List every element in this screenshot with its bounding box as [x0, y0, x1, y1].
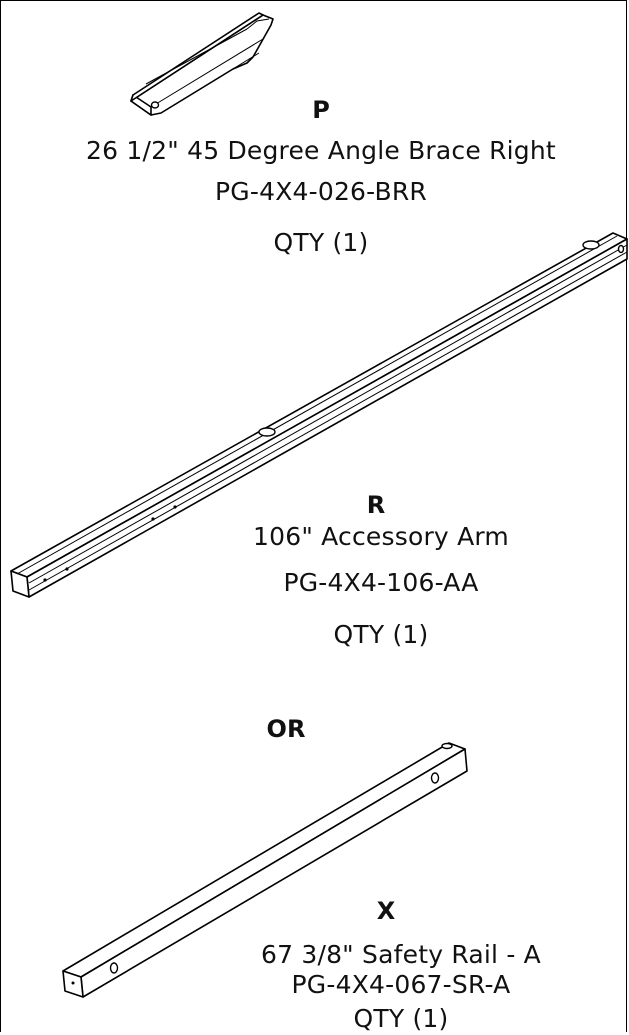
part-r-qty: QTY (1) [333, 620, 429, 649]
top-hole-icon [582, 240, 600, 250]
part-p-number: PG-4X4-026-BRR [215, 177, 427, 206]
bolt-hole-icon [109, 962, 119, 974]
part-x-name: 67 3/8" Safety Rail - A [260, 940, 541, 969]
or-separator: OR [266, 715, 306, 743]
top-hole-icon [441, 742, 453, 750]
part-p-letter: P [312, 96, 330, 124]
part-r-letter: R [366, 491, 386, 519]
part-r-name: 106" Accessory Arm [253, 522, 509, 551]
bolt-hole-icon [430, 772, 440, 784]
part-x-number: PG-4X4-067-SR-A [291, 970, 511, 999]
part-r-number: PG-4X4-106-AA [283, 568, 479, 597]
part-p-name: 26 1/2" 45 Degree Angle Brace Right [86, 136, 556, 165]
part-x-qty: QTY (1) [353, 1004, 449, 1033]
top-hole-icon [258, 427, 276, 437]
part-p-qty: QTY (1) [273, 228, 369, 257]
part-x-letter: X [376, 897, 396, 925]
bolt-hole-icon [150, 101, 160, 109]
